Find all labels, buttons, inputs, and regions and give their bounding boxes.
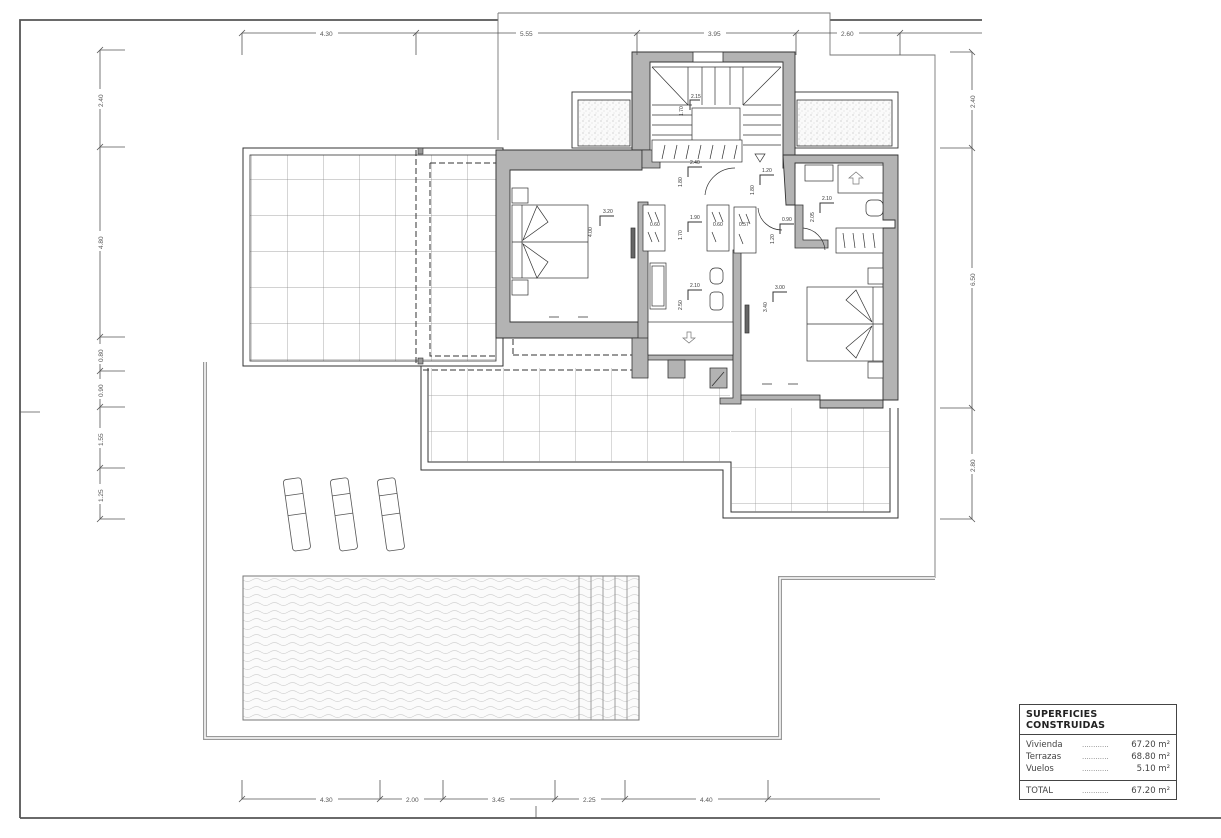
svg-text:0.60: 0.60	[713, 222, 723, 228]
legend-value: 5.10 m²	[1136, 764, 1170, 774]
legend-total-label: TOTAL	[1026, 786, 1053, 796]
svg-text:2.50: 2.50	[678, 300, 684, 310]
svg-text:3.20: 3.20	[603, 209, 613, 215]
svg-text:1.80: 1.80	[750, 185, 756, 195]
svg-text:4.30: 4.30	[320, 31, 333, 38]
svg-text:3.00: 3.00	[775, 285, 785, 291]
legend-row-terrazas: Terrazas ............ 68.80 m²	[1026, 751, 1170, 763]
svg-text:4.00: 4.00	[588, 227, 594, 237]
staircase	[651, 66, 782, 163]
svg-text:2.40: 2.40	[970, 95, 977, 108]
legend-label: Terrazas	[1026, 752, 1062, 762]
legend-dots: ............	[1082, 765, 1109, 773]
room-labels	[599, 99, 834, 302]
svg-text:1.80: 1.80	[678, 177, 684, 187]
bedroom-1-furniture	[511, 187, 636, 318]
svg-text:4.40: 4.40	[700, 797, 713, 804]
svg-text:2.40: 2.40	[690, 160, 700, 166]
legend-title: SUPERFICIES CONSTRUIDAS	[1020, 705, 1176, 735]
left-terrace	[242, 147, 504, 367]
legend-dots: ............	[1082, 753, 1109, 761]
doors	[704, 167, 826, 251]
svg-text:5.55: 5.55	[520, 31, 533, 38]
legend-dots: ............	[1082, 741, 1109, 749]
swimming-pool	[242, 575, 640, 721]
svg-text:2.80: 2.80	[970, 459, 977, 472]
legend-dots: ............	[1082, 787, 1109, 795]
legend-value: 67.20 m²	[1131, 740, 1170, 750]
dimension-labels: 4.30 5.55 3.95 2.60 4.30 2.00 3.45 2.25 …	[96, 29, 977, 804]
planters	[571, 91, 899, 149]
legend-total-value: 67.20 m²	[1131, 786, 1170, 796]
svg-text:1.25: 1.25	[98, 489, 105, 502]
sheet-frame	[19, 12, 1221, 819]
legend-row-vivienda: Vivienda ............ 67.20 m²	[1026, 739, 1170, 751]
lower-terrace	[420, 330, 899, 519]
svg-text:1.20: 1.20	[770, 234, 776, 244]
svg-text:2.10: 2.10	[822, 196, 832, 202]
room-label-text: 3.20 4.00 2.40 1.80 1.90 1.70 2.10 2.50 …	[588, 94, 832, 312]
dimension-lines	[20, 29, 982, 818]
legend-value: 68.80 m²	[1131, 752, 1170, 762]
svg-text:3.95: 3.95	[708, 31, 721, 38]
svg-text:2.25: 2.25	[583, 797, 596, 804]
bedroom-2-furniture	[744, 267, 884, 385]
legend-row-vuelos: Vuelos ............ 5.10 m²	[1026, 763, 1170, 775]
surface-area-legend: SUPERFICIES CONSTRUIDAS Vivienda .......…	[1019, 704, 1177, 800]
svg-text:1.70: 1.70	[679, 106, 685, 116]
svg-text:0.90: 0.90	[782, 217, 792, 223]
svg-text:2.40: 2.40	[98, 94, 105, 107]
plot-boundary	[203, 362, 935, 740]
svg-text:0.90: 0.90	[98, 384, 105, 397]
svg-text:2.60: 2.60	[841, 31, 854, 38]
svg-text:2.05: 2.05	[810, 212, 816, 222]
svg-text:0.60: 0.60	[650, 222, 660, 228]
legend-label: Vuelos	[1026, 764, 1054, 774]
svg-text:0.80: 0.80	[98, 349, 105, 362]
svg-text:1.20: 1.20	[762, 168, 772, 174]
svg-text:0.57: 0.57	[739, 222, 749, 228]
bathroom-2-fixtures	[804, 164, 884, 217]
svg-text:4.80: 4.80	[98, 236, 105, 249]
legend-row-total: TOTAL ............ 67.20 m²	[1026, 785, 1170, 797]
sun-loungers	[282, 477, 405, 552]
svg-text:4.30: 4.30	[320, 797, 333, 804]
svg-text:1.70: 1.70	[678, 230, 684, 240]
wardrobes	[642, 204, 884, 254]
svg-text:3.40: 3.40	[763, 302, 769, 312]
svg-text:1.90: 1.90	[690, 215, 700, 221]
svg-text:2.10: 2.10	[690, 283, 700, 289]
svg-text:6.50: 6.50	[970, 273, 977, 286]
svg-text:1.55: 1.55	[98, 433, 105, 446]
svg-text:2.15: 2.15	[691, 94, 701, 100]
svg-text:2.00: 2.00	[406, 797, 419, 804]
legend-label: Vivienda	[1026, 740, 1063, 750]
bathroom-1-fixtures	[647, 262, 734, 356]
svg-text:3.45: 3.45	[492, 797, 505, 804]
